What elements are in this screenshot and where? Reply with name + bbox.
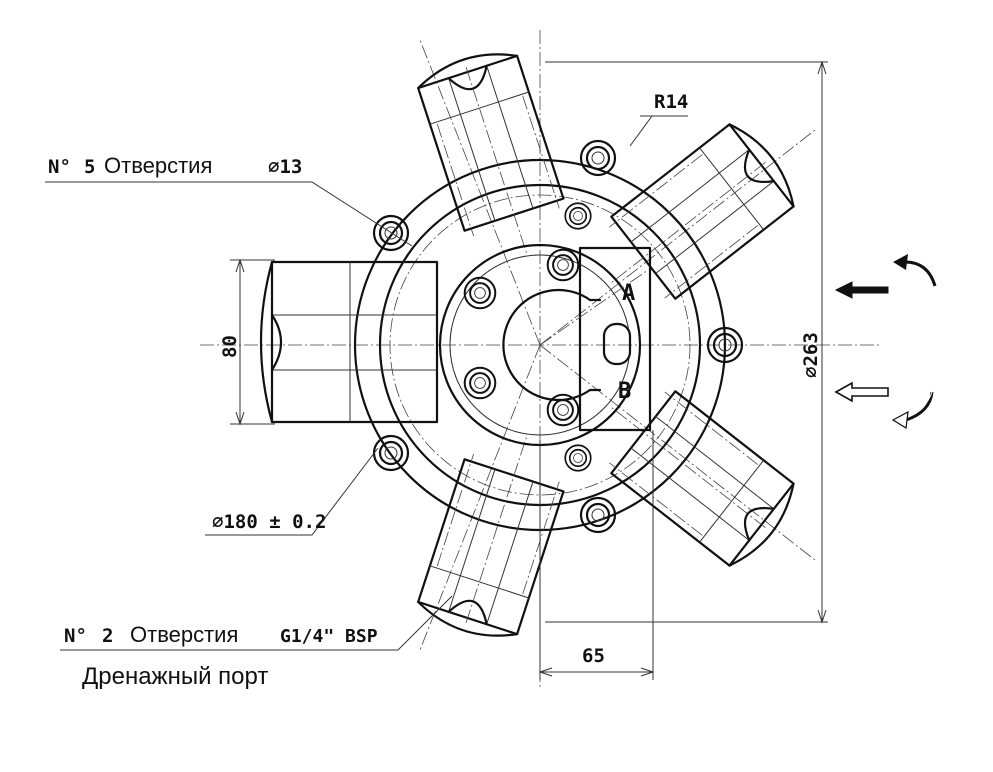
dim-offset xyxy=(538,430,655,680)
holes2-dim: G1/4" BSP xyxy=(280,626,378,647)
rotation-arrow-icon xyxy=(891,391,934,429)
holes2-prefix: N° xyxy=(64,625,87,647)
hub-bolt xyxy=(463,366,497,400)
mounting-hole xyxy=(579,496,617,534)
port-block xyxy=(539,246,652,432)
hub-bolt xyxy=(546,248,580,282)
holes5-callout: N° 5 Отверстия ∅13 xyxy=(48,153,302,178)
holes2-text: Отверстия xyxy=(130,622,238,647)
dim-height-label: 80 xyxy=(219,335,241,358)
dim-outer-diameter xyxy=(545,60,828,624)
holes5-text: Отверстия xyxy=(104,153,212,178)
mounting-hole xyxy=(579,139,617,177)
cylinder-left xyxy=(259,260,439,424)
port-b-label: B xyxy=(618,379,631,404)
rotation-arrow-icon xyxy=(893,254,937,287)
solid-arrow-icon xyxy=(834,281,889,299)
bolt-circle-label: ∅180 ± 0.2 xyxy=(212,511,326,533)
holes2-callout: N° 2 Отверстия G1/4" BSP xyxy=(64,622,378,647)
hollow-arrow-icon xyxy=(834,381,889,403)
drain-port-label: Дренажный порт xyxy=(82,663,268,690)
holes2-count: 2 xyxy=(102,625,113,647)
dim-offset-label: 65 xyxy=(582,645,605,667)
mounting-hole xyxy=(564,202,592,230)
mounting-hole xyxy=(564,444,592,472)
dim-outer-diameter-label: ∅263 xyxy=(800,332,822,378)
holes5-prefix: N° xyxy=(48,156,71,178)
radius-label: R14 xyxy=(654,91,688,113)
hub-bolt xyxy=(463,276,497,310)
hub-bolt xyxy=(546,393,580,427)
dim-height xyxy=(230,258,275,426)
holes5-dim: ∅13 xyxy=(268,156,302,178)
holes5-count: 5 xyxy=(84,156,95,178)
port-a-label: A xyxy=(622,281,635,306)
leaders xyxy=(45,115,688,651)
